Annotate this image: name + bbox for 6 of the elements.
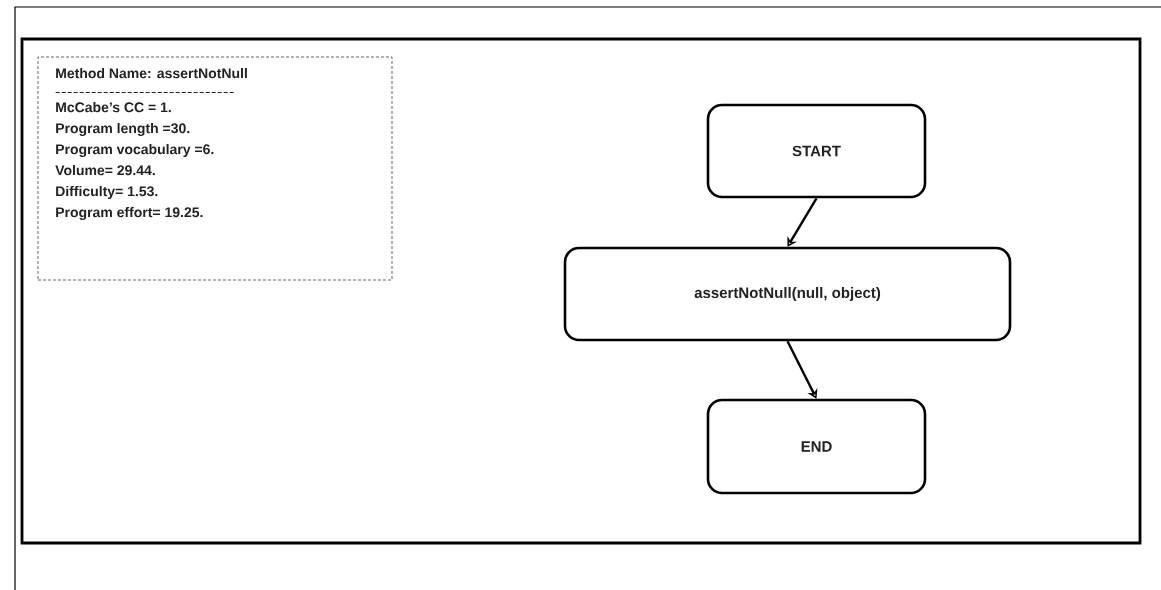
arrow	[786, 340, 818, 399]
process-box: START	[706, 103, 927, 199]
arrow	[787, 197, 818, 247]
metrics-box: Method Name: assertNotNull McCabe’s CC = 1. Program length =30. Program vocabulary =6. Volume= 29.44. Difficulty= 1.53. Program effort= 19.25.	[37, 56, 393, 281]
process-box: assertNotNull(null, object)	[563, 246, 1012, 342]
process-box: END	[706, 398, 927, 495]
